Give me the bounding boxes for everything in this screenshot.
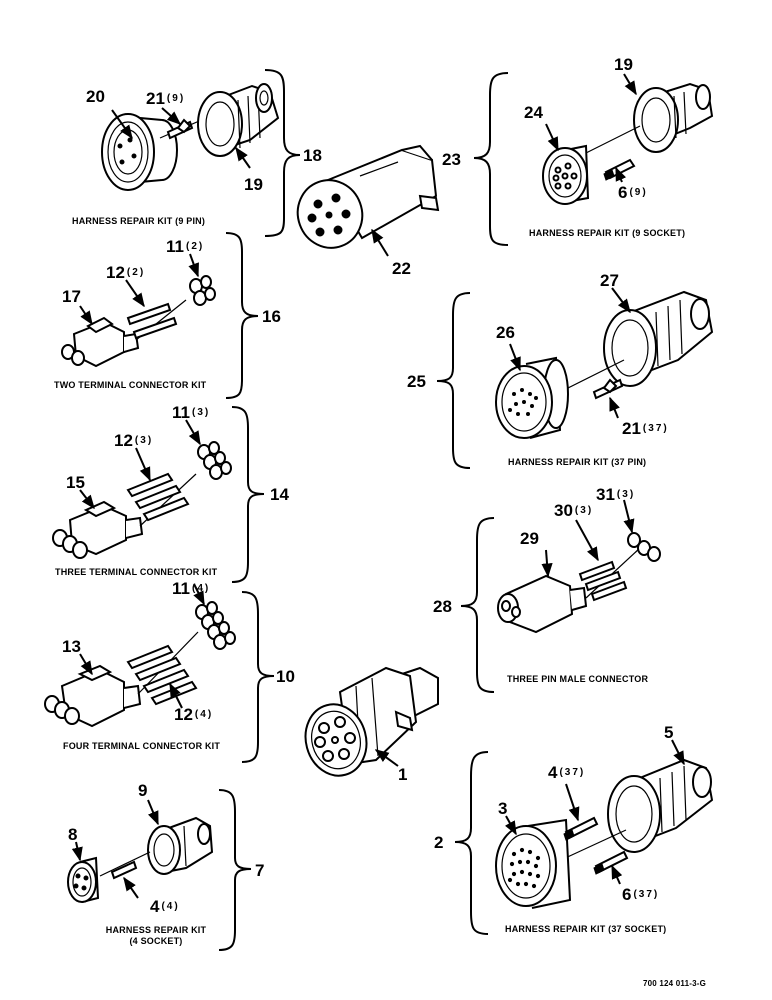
callout-13: 13 xyxy=(62,637,81,656)
brace-14 xyxy=(231,406,265,583)
seals-11-four xyxy=(195,601,236,650)
callout-6-37: 6(37) xyxy=(622,885,660,904)
socket-pin-4-37 xyxy=(563,816,599,841)
callout-19-b: 19 xyxy=(614,55,633,74)
shell-5-37socket xyxy=(607,758,714,853)
callout-28: 28 xyxy=(433,597,452,616)
shell-19-9socket xyxy=(633,82,714,153)
callout-4-4: 4(4) xyxy=(150,897,180,916)
callout-11-2: 11(2) xyxy=(166,237,205,256)
callout-22: 22 xyxy=(392,259,411,278)
callout-24: 24 xyxy=(524,103,543,122)
caption-three-pin-male: THREE PIN MALE CONNECTOR xyxy=(507,674,649,684)
callout-11-4: 11(4) xyxy=(172,579,211,598)
callout-8: 8 xyxy=(68,825,78,844)
callout-12-2: 12(2) xyxy=(106,263,146,282)
caption-harness-9-pin: HARNESS REPAIR KIT (9 PIN) xyxy=(72,216,206,226)
connector-17-two-terminal xyxy=(61,316,140,368)
brace-7 xyxy=(218,789,252,951)
brace-2 xyxy=(454,751,489,935)
callout-19-a: 19 xyxy=(244,175,263,194)
callout-10: 10 xyxy=(276,667,295,686)
caption-harness-37-pin: HARNESS REPAIR KIT (37 PIN) xyxy=(508,457,647,467)
caption-two-terminal-kit: TWO TERMINAL CONNECTOR KIT xyxy=(54,380,207,390)
shell-27-37pin xyxy=(603,290,714,387)
brace-10 xyxy=(241,591,275,763)
callout-9: 9 xyxy=(138,781,148,800)
caption-four-terminal-kit: FOUR TERMINAL CONNECTOR KIT xyxy=(63,741,221,751)
callout-21-37: 21(37) xyxy=(622,419,669,438)
terminals-12-two xyxy=(126,302,178,340)
callout-7: 7 xyxy=(255,861,265,880)
callout-27: 27 xyxy=(600,271,619,290)
pins-30 xyxy=(578,560,628,602)
callout-1: 1 xyxy=(398,765,408,784)
shell-19-9pin xyxy=(197,83,280,157)
callout-12-4: 12(4) xyxy=(174,705,214,724)
callout-30: 30(3) xyxy=(554,501,594,520)
brace-25 xyxy=(436,292,471,469)
callout-18: 18 xyxy=(303,146,322,165)
shell-9-4socket xyxy=(147,816,214,875)
socket-8-4socket xyxy=(67,856,100,903)
callout-5: 5 xyxy=(664,723,674,742)
callout-16: 16 xyxy=(262,307,281,326)
plug-22 xyxy=(296,144,440,249)
terminals-12-three xyxy=(126,472,190,522)
socket-pin-6-37 xyxy=(593,850,629,875)
caption-harness-9-socket: HARNESS REPAIR KIT (9 SOCKET) xyxy=(529,228,686,238)
callout-15: 15 xyxy=(66,473,85,492)
callout-12-3: 12(3) xyxy=(114,431,154,450)
connector-13-four-terminal xyxy=(44,664,142,728)
terminals-12-four xyxy=(126,644,198,706)
brace-16 xyxy=(225,232,259,399)
callout-31: 31(3) xyxy=(596,485,636,504)
caption-three-terminal-kit: THREE TERMINAL CONNECTOR KIT xyxy=(55,567,218,577)
plug-26-37pin xyxy=(495,356,569,439)
connector-29-three-pin-male xyxy=(497,574,588,634)
plug-20-9pin xyxy=(101,113,178,191)
seals-11-three xyxy=(197,441,232,480)
callout-14: 14 xyxy=(270,485,289,504)
socket-3-37socket xyxy=(495,818,572,909)
caption-harness-4-socket-line2: (4 SOCKET) xyxy=(129,935,183,946)
seals-31 xyxy=(627,532,661,562)
pin-21-9pin xyxy=(159,111,221,140)
connector-1 xyxy=(304,666,439,777)
callout-21-9: 21(9) xyxy=(146,89,186,108)
caption-harness-4-socket: HARNESS REPAIR KIT (4 SOCKET) xyxy=(96,925,216,947)
callout-4-37: 4(37) xyxy=(548,763,586,782)
caption-harness-4-socket-line1: HARNESS REPAIR KIT xyxy=(105,925,207,935)
brace-18 xyxy=(264,69,301,237)
callout-17: 17 xyxy=(62,287,81,306)
brace-28 xyxy=(460,517,495,693)
callout-11-3: 11(3) xyxy=(172,403,211,422)
leader-lines xyxy=(71,73,685,899)
callout-20: 20 xyxy=(86,87,105,106)
socket-pin-4-4 xyxy=(110,860,138,880)
callout-23: 23 xyxy=(442,150,461,169)
brace-23 xyxy=(473,72,509,246)
socket-24-9socket xyxy=(542,144,590,205)
callout-2: 2 xyxy=(434,833,444,852)
callout-26: 26 xyxy=(496,323,515,342)
figure-code: 700 124 011-3-G xyxy=(643,979,707,988)
callout-25: 25 xyxy=(407,372,426,391)
pin-21-37pin xyxy=(592,378,624,400)
connector-15-three-terminal xyxy=(52,500,144,559)
callout-6-9: 6(9) xyxy=(618,183,648,202)
caption-harness-37-socket: HARNESS REPAIR KIT (37 SOCKET) xyxy=(505,924,667,934)
seals-11-two xyxy=(189,275,216,306)
callout-3: 3 xyxy=(498,799,508,818)
callout-29: 29 xyxy=(520,529,539,548)
